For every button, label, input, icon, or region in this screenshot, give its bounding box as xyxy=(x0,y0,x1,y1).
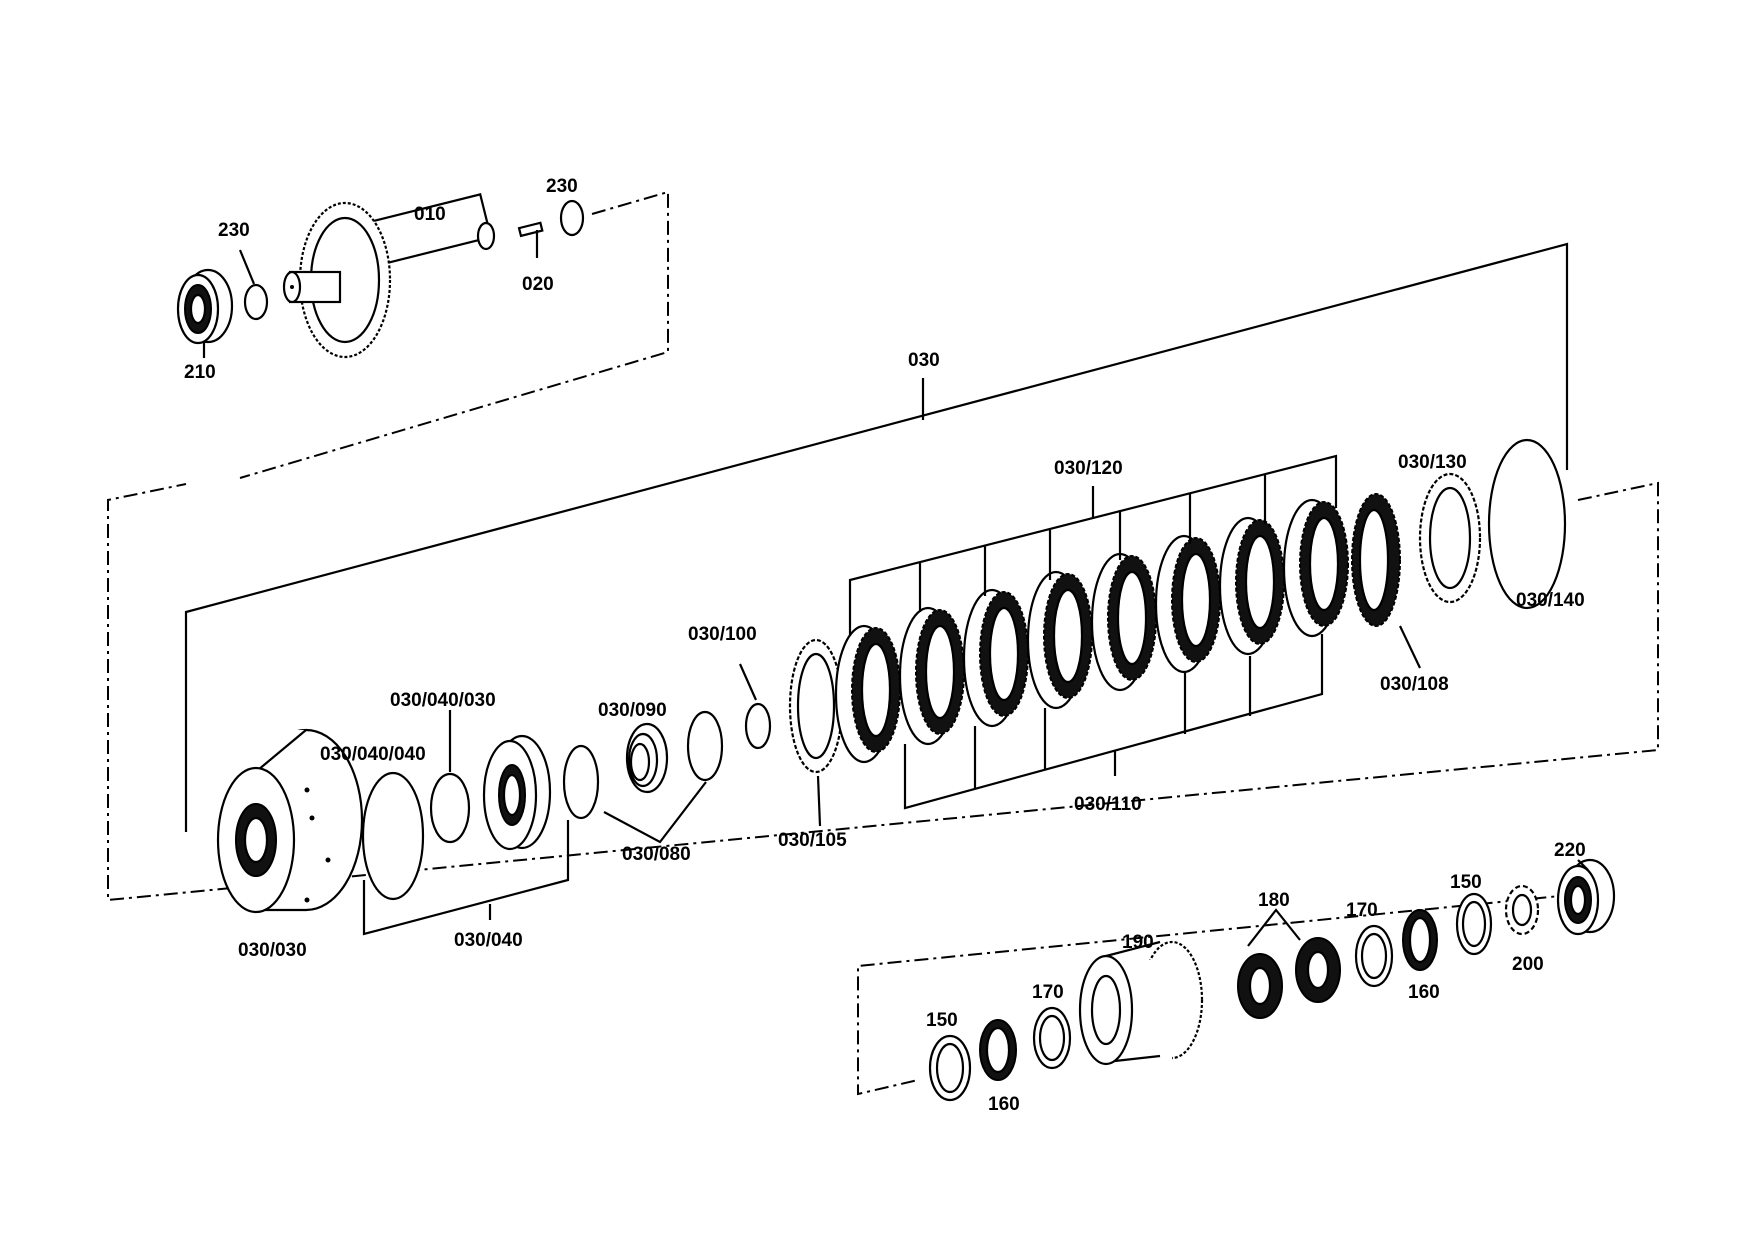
label-030-105: 030/105 xyxy=(778,830,847,851)
label-180: 180 xyxy=(1258,890,1290,911)
label-150-right: 150 xyxy=(1450,872,1482,893)
ring-030-080-b xyxy=(686,710,724,782)
bearing-210 xyxy=(176,268,234,345)
bearing-220 xyxy=(1556,858,1616,936)
label-170-right: 170 xyxy=(1346,900,1378,921)
label-030-108: 030/108 xyxy=(1380,674,1449,695)
label-150-left: 150 xyxy=(926,1010,958,1031)
bracket-030-080 xyxy=(603,781,707,844)
label-190: 190 xyxy=(1122,932,1154,953)
needle-bearing-180-a xyxy=(1237,953,1283,1019)
o-ring-030-040-030 xyxy=(429,772,471,844)
bracket-030-110 xyxy=(903,634,1324,810)
label-030: 030 xyxy=(908,350,940,371)
label-220: 220 xyxy=(1554,840,1586,861)
o-ring-030-040-040 xyxy=(361,771,425,901)
gear-shaft-010 xyxy=(282,193,496,359)
label-030-110: 030/110 xyxy=(1074,794,1142,815)
label-030-040-040: 030/040/040 xyxy=(320,744,426,765)
snap-ring-230-left xyxy=(243,283,269,321)
part-labels: 230 010 230 020 210 030 030/120 030/130 … xyxy=(184,176,1586,1115)
output-gear-group xyxy=(857,858,1616,1102)
label-230-right: 230 xyxy=(546,176,578,197)
bracket-030-040 xyxy=(362,820,570,936)
label-030-030: 030/030 xyxy=(238,940,307,961)
label-030-080: 030/080 xyxy=(622,844,691,865)
label-160-left: 160 xyxy=(988,1094,1020,1115)
label-030-120: 030/120 xyxy=(1054,458,1123,479)
gear-190 xyxy=(1078,940,1204,1066)
group-boundary-bottom xyxy=(857,891,1601,1096)
snap-ring-030-100 xyxy=(744,702,772,750)
label-200: 200 xyxy=(1512,954,1544,975)
needle-bearing-180-b xyxy=(1295,937,1341,1003)
label-030-040-030: 030/040/030 xyxy=(390,690,496,711)
label-030-100: 030/100 xyxy=(688,624,757,645)
label-030-130: 030/130 xyxy=(1398,452,1467,473)
label-030-090: 030/090 xyxy=(598,700,667,721)
ring-030-080-a xyxy=(562,744,600,820)
spring-030-090 xyxy=(625,722,669,794)
group-boundary-main xyxy=(107,481,1659,902)
label-230-left: 230 xyxy=(218,220,250,241)
piston-030-040 xyxy=(482,734,552,851)
snap-ring-230-right xyxy=(559,199,585,237)
label-030-040: 030/040 xyxy=(454,930,523,951)
label-160-right: 160 xyxy=(1408,982,1440,1003)
ring-030-140 xyxy=(1487,438,1567,610)
clutch-disc-pack xyxy=(834,493,1401,764)
label-210: 210 xyxy=(184,362,216,383)
bracket-030 xyxy=(184,242,1569,832)
group-boundary-top xyxy=(239,190,669,479)
label-030-140: 030/140 xyxy=(1516,590,1585,611)
pin-020 xyxy=(517,221,544,238)
clutch-assembly-group xyxy=(107,242,1659,936)
label-170-left: 170 xyxy=(1032,982,1064,1003)
label-020: 020 xyxy=(522,274,554,295)
clutch-drum-030-030 xyxy=(216,728,364,914)
shaft-assembly-group xyxy=(176,190,669,479)
label-010: 010 xyxy=(414,204,446,225)
